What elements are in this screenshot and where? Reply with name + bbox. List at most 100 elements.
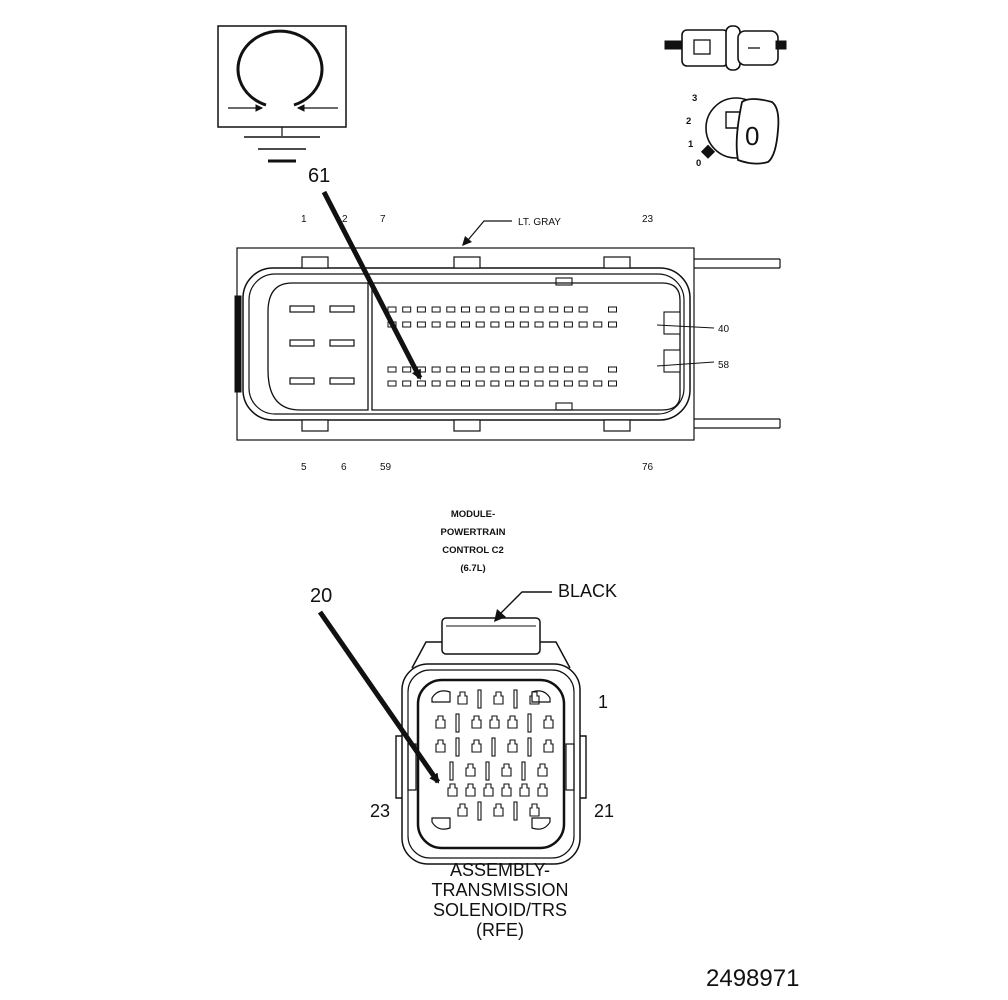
trs-pin-cavity: [465, 783, 476, 797]
pin-cavity: [578, 321, 588, 328]
module-caption-line-2: POWERTRAIN: [441, 527, 506, 538]
ignition-position-1: 1: [688, 139, 694, 150]
trs-pin-cavity: [471, 715, 482, 729]
pin-cavity: [431, 321, 441, 328]
black-leader: [499, 591, 552, 615]
pin-cavity: [416, 306, 426, 313]
pin-cavity: [578, 306, 588, 313]
trs-pin-cavity: [537, 763, 548, 777]
callout-61: 61: [308, 165, 330, 187]
pin-58-leader: [656, 361, 715, 367]
trs-pin-cavity: [543, 715, 554, 729]
assembly-caption-line-4: (RFE): [476, 920, 524, 940]
ignition-switch-icon: [700, 97, 780, 165]
pin-cavity: [519, 321, 529, 328]
pin-label-7: 7: [380, 214, 386, 225]
callout-61-arrow: [321, 190, 423, 380]
pin-cavity: [387, 306, 397, 313]
pin-cavity: [505, 366, 515, 373]
trs-pin-cavity: [543, 739, 554, 753]
trs-pin-slot: [513, 689, 518, 709]
pin-cavity: [608, 366, 617, 373]
ground-symbol-icon: [217, 25, 347, 163]
pin-cavity: [446, 321, 456, 328]
trs-pin-cavity: [465, 763, 476, 777]
pin-cavity: [431, 366, 441, 373]
trs-pin-cavity: [501, 763, 512, 777]
pin-cavity: [387, 366, 397, 373]
pin-label-1: 1: [301, 214, 307, 225]
pin-cavity: [402, 366, 412, 373]
pin-label-40: 40: [718, 324, 730, 335]
trs-pin-slot: [521, 761, 526, 781]
trs-pin-slot: [477, 801, 482, 821]
pin-cavity: [475, 306, 485, 313]
inline-connector-icon: [664, 25, 787, 71]
trs-pin-label-23: 23: [370, 801, 390, 821]
module-caption-line-1: MODULE-: [451, 509, 495, 520]
ignition-position-2: 2: [686, 116, 691, 127]
pin-cavity: [519, 380, 529, 387]
pin-cavity: [563, 321, 573, 328]
pin-cavity: [490, 321, 500, 328]
pin-cavity: [490, 380, 500, 387]
callout-20-arrow: [317, 610, 441, 784]
pin-cavity: [431, 306, 441, 313]
pin-cavity: [534, 306, 544, 313]
pin-cavity: [563, 380, 573, 387]
trs-connector: [395, 617, 587, 865]
pin-40-leader: [656, 324, 715, 329]
color-label-lt-gray: LT. GRAY: [518, 217, 561, 228]
pin-cavity: [402, 380, 412, 387]
pin-cavity: [608, 321, 617, 328]
pin-cavity: [578, 380, 588, 387]
pin-cavity: [505, 306, 515, 313]
trs-pin-cavity: [501, 783, 512, 797]
pin-cavity: [608, 306, 617, 313]
pin-label-59: 59: [380, 462, 392, 473]
pin-cavity: [402, 321, 412, 328]
pin-cavity: [461, 380, 470, 387]
ignition-position-3: 3: [692, 93, 697, 104]
callout-20: 20: [310, 585, 332, 607]
trs-pin-cavity: [507, 739, 518, 753]
pin-cavity: [446, 380, 456, 387]
trs-pin-slot: [449, 761, 454, 781]
pin-cavity: [519, 366, 529, 373]
trs-pin-cavity: [435, 715, 446, 729]
pin-cavity: [475, 380, 485, 387]
pin-cavity: [608, 380, 617, 387]
module-caption-line-4: (6.7L): [460, 563, 485, 574]
pin-cavity: [534, 321, 544, 328]
pin-cavity: [519, 306, 529, 313]
trs-pin-cavity: [471, 739, 482, 753]
trs-pin-slot: [527, 713, 532, 733]
pin-cavity: [475, 366, 485, 373]
pin-cavity: [563, 366, 573, 373]
trs-pin-slot: [527, 737, 532, 757]
assembly-caption-line-2: TRANSMISSION: [431, 880, 568, 900]
pin-cavity: [490, 306, 500, 313]
trs-pin-cavity: [457, 691, 468, 705]
pin-cavity: [549, 366, 559, 373]
assembly-caption-line-3: SOLENOID/TRS: [433, 900, 567, 920]
trs-pin-slot: [477, 689, 482, 709]
trs-pin-slot: [485, 761, 490, 781]
pin-cavity: [431, 380, 441, 387]
trs-pin-cavity: [493, 691, 504, 705]
pin-cavity: [593, 321, 603, 328]
trs-pin-cavity: [457, 803, 468, 817]
pin-cavity: [402, 306, 412, 313]
trs-pin-slot: [513, 801, 518, 821]
pin-cavity: [534, 366, 544, 373]
trs-pin-cavity: [519, 783, 530, 797]
trs-pin-cavity: [529, 803, 540, 817]
pin-cavity: [549, 306, 559, 313]
pin-cavity: [549, 321, 559, 328]
assembly-caption-line-1: ASSEMBLY-: [450, 860, 550, 880]
pin-label-58: 58: [718, 360, 730, 371]
trs-pin-cavity: [435, 739, 446, 753]
lt-gray-arrowhead: [462, 236, 472, 246]
pin-cavity: [416, 321, 426, 328]
